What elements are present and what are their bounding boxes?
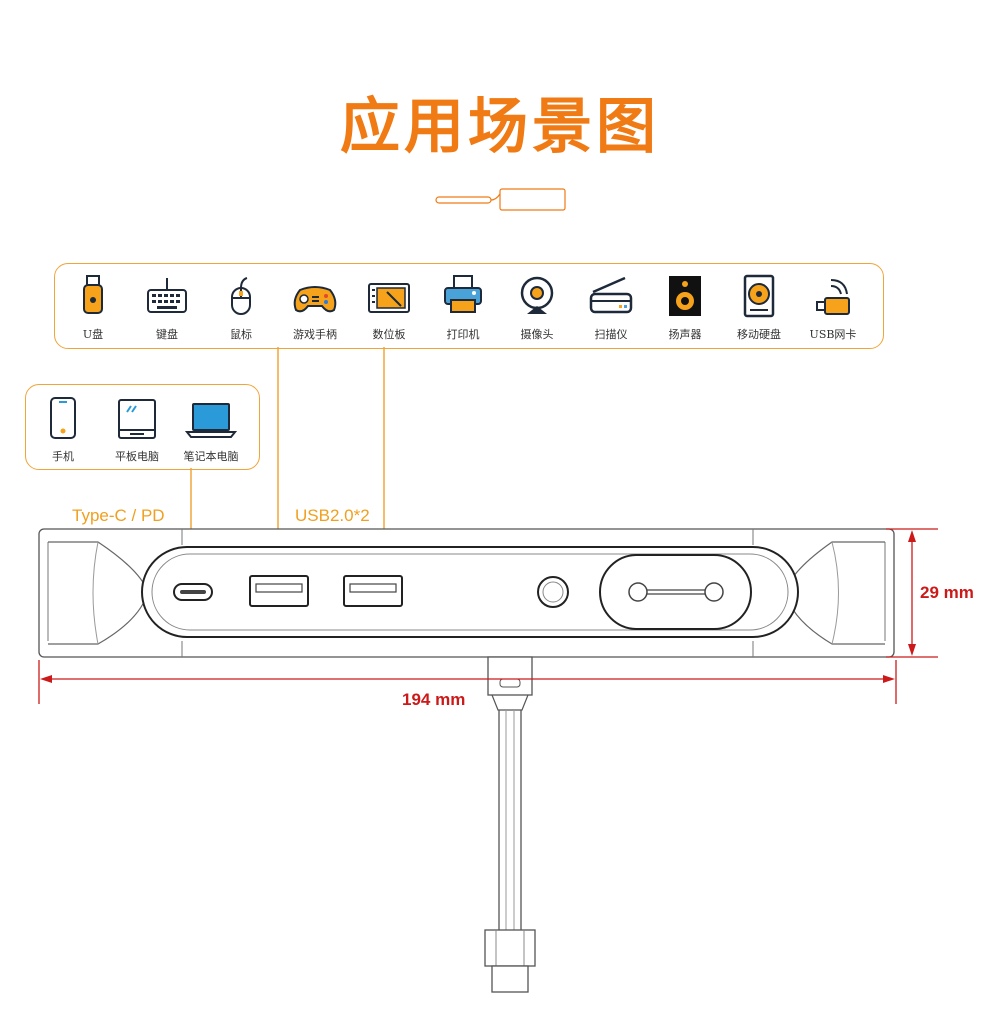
device-label: 平板电脑 [115, 450, 159, 463]
front-plate [141, 546, 799, 638]
page-title: 应用场景图 [340, 92, 660, 162]
device-u-disk: U盘 [56, 274, 130, 342]
mouse-icon [231, 277, 251, 315]
device-label: 数位板 [372, 328, 406, 341]
device-label: 扬声器 [668, 328, 702, 341]
device-label: 鼠标 [230, 328, 252, 341]
device-phone: 手机 [26, 396, 100, 464]
device-label: 打印机 [446, 328, 480, 341]
left-clamp [48, 541, 149, 645]
device-tablet: 平板电脑 [100, 396, 174, 464]
cable-strain-relief [487, 656, 533, 696]
oval-dial [599, 554, 752, 630]
cable-plug-housing [484, 929, 536, 967]
device-laptop: 笔记本电脑 [174, 396, 248, 464]
device-drawing-tablet: 数位板 [352, 274, 426, 342]
external-hdd-icon [743, 274, 775, 318]
device-external-hdd: 移动硬盘 [722, 274, 796, 342]
device-label: 键盘 [156, 328, 178, 341]
device-label: 扫描仪 [594, 328, 628, 341]
laptop-icon [184, 403, 238, 438]
scanner-icon [589, 276, 633, 314]
usb-port-1 [249, 575, 309, 607]
height-dimension-label: 29 mm [920, 583, 974, 602]
device-mouse: 鼠标 [204, 274, 278, 342]
hub-body-outline [38, 528, 895, 658]
gamepad-icon [293, 286, 337, 313]
tablet-icon [118, 399, 156, 439]
device-label: 移动硬盘 [737, 328, 781, 341]
webcam-icon [520, 276, 554, 314]
device-label: 摄像头 [520, 328, 554, 341]
usb-port-label: USB2.0*2 [295, 506, 370, 525]
device-gamepad: 游戏手柄 [278, 274, 352, 342]
device-webcam: 摄像头 [500, 274, 574, 342]
device-label: 笔记本电脑 [183, 450, 239, 463]
usb-wifi-adapter-icon [816, 279, 850, 315]
device-printer: 打印机 [426, 274, 500, 342]
speaker-icon [669, 276, 701, 316]
printer-icon [444, 275, 482, 313]
device-label: U盘 [82, 328, 104, 341]
device-keyboard: 键盘 [130, 274, 204, 342]
keyboard-icon [147, 277, 187, 313]
device-label: 游戏手柄 [293, 328, 337, 341]
cable-plug-tip [491, 965, 529, 993]
phone-icon [50, 397, 76, 439]
typec-port-label: Type-C / PD [72, 506, 165, 525]
round-button [537, 576, 569, 608]
device-speaker: 扬声器 [648, 274, 722, 342]
usb-drive-icon [83, 275, 103, 314]
right-clamp [784, 541, 885, 645]
device-label: 手机 [52, 450, 74, 463]
drawing-tablet-icon [368, 283, 410, 313]
device-label: USB网卡 [809, 328, 857, 341]
device-usb-wifi: USB网卡 [796, 274, 870, 342]
width-dimension-label: 194 mm [402, 690, 466, 709]
typec-port [173, 583, 213, 601]
device-outline-icon [435, 188, 566, 211]
device-scanner: 扫描仪 [574, 274, 648, 342]
usb-port-2 [343, 575, 403, 607]
